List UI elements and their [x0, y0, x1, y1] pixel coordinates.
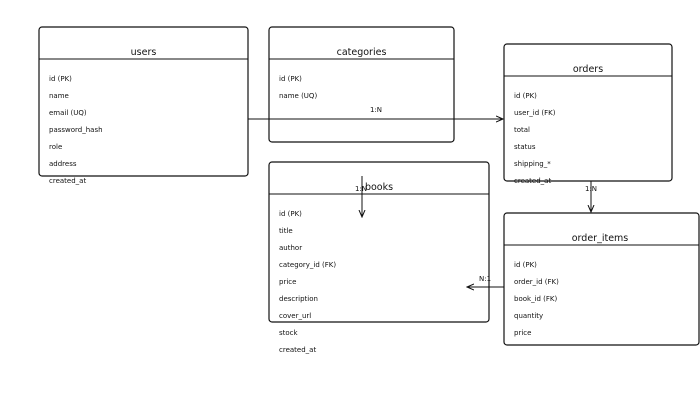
entity-books-field: created_at: [279, 346, 316, 354]
entity-categories[interactable]: categories id (PK) name (UQ): [268, 26, 455, 143]
entity-books[interactable]: books id (PK) title author category_id (…: [268, 161, 490, 354]
entity-order-items-title: order_items: [572, 233, 629, 244]
entity-categories-field: id (PK): [279, 75, 302, 83]
relationship-categories-books-label: 1:N: [355, 185, 367, 193]
entity-books-title: books: [365, 182, 393, 193]
entity-order-items-box: [503, 212, 700, 346]
relationship-categories-books[interactable]: 1:N: [355, 176, 367, 217]
entity-users-box: [38, 26, 249, 177]
relationship-users-orders-label: 1:N: [370, 106, 382, 114]
entity-orders-title: orders: [573, 64, 603, 75]
entity-orders-field: user_id (FK): [514, 109, 556, 117]
entity-orders-field: status: [514, 143, 536, 151]
entity-orders-field: shipping_*: [514, 160, 551, 168]
relationship-order-items-books[interactable]: N:1: [467, 275, 504, 287]
entity-users-field: password_hash: [49, 126, 103, 134]
entity-books-field: id (PK): [279, 210, 302, 218]
entity-users-field: created_at: [49, 177, 86, 185]
entity-users[interactable]: users id (PK) name email (UQ) password_h…: [38, 26, 249, 185]
relationship-users-orders[interactable]: 1:N: [248, 106, 503, 119]
entity-order-items-field: order_id (FK): [514, 278, 559, 286]
entity-books-field: description: [279, 295, 318, 303]
entity-users-field: name: [49, 92, 69, 100]
entity-books-field: category_id (FK): [279, 261, 336, 269]
entity-categories-field: name (UQ): [279, 92, 317, 100]
entity-users-field: email (UQ): [49, 109, 87, 117]
entity-users-title: users: [131, 47, 157, 58]
entity-categories-box: [268, 26, 455, 143]
entity-order-items-field: quantity: [514, 312, 543, 320]
entity-users-field: address: [49, 160, 77, 168]
entity-orders-field: id (PK): [514, 92, 537, 100]
entity-orders-field: created_at: [514, 177, 551, 185]
entity-orders[interactable]: orders id (PK) user_id (FK) total status…: [503, 43, 673, 185]
entity-books-field: author: [279, 244, 302, 252]
entity-books-field: price: [279, 278, 296, 286]
entity-users-field: id (PK): [49, 75, 72, 83]
entity-books-field: title: [279, 227, 293, 235]
entity-orders-field: total: [514, 126, 530, 134]
entity-order-items-field: book_id (FK): [514, 295, 558, 303]
entity-books-box: [268, 161, 490, 323]
entity-order-items[interactable]: order_items id (PK) order_id (FK) book_i…: [503, 212, 700, 346]
entity-orders-box: [503, 43, 673, 182]
entity-order-items-field: price: [514, 329, 531, 337]
relationship-order-items-books-label: N:1: [479, 275, 491, 283]
entity-categories-title: categories: [337, 47, 387, 58]
entity-books-field: stock: [279, 329, 299, 337]
entity-books-field: cover_url: [279, 312, 311, 320]
relationship-orders-order-items-label: 1:N: [585, 185, 597, 193]
entity-order-items-field: id (PK): [514, 261, 537, 269]
entity-users-field: role: [49, 143, 62, 151]
relationship-orders-order-items[interactable]: 1:N: [585, 181, 597, 212]
